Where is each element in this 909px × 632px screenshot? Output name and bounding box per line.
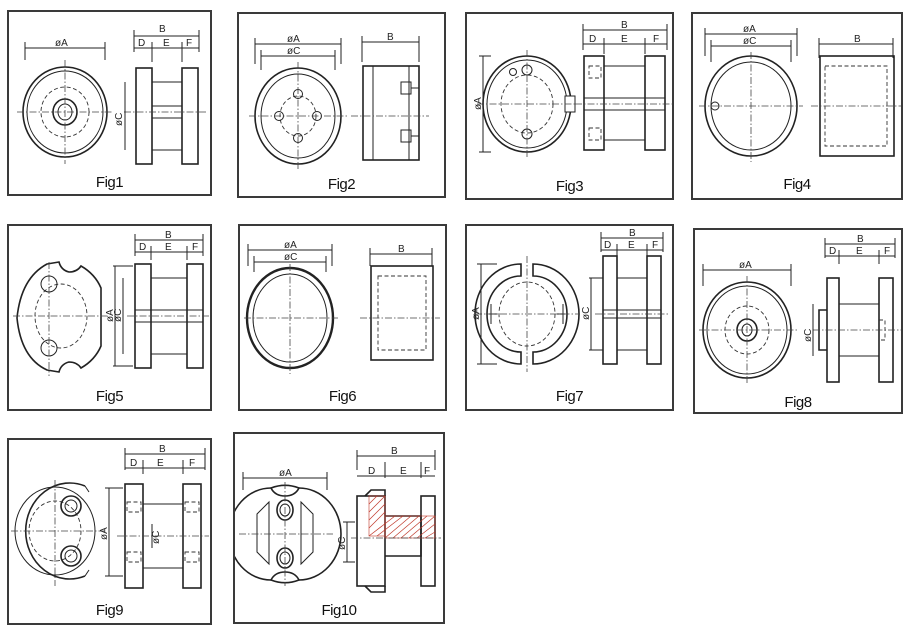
dim-label-c: øC [743,36,756,47]
dim-label-e: E [157,458,164,469]
figure-panel-fig7: B D E F øA øC Fig7 [465,224,674,411]
dim-label-a: øA [279,468,292,479]
dim-label-b: B [398,244,405,255]
dim-label-f: F [192,242,198,253]
dim-label-c: øC [287,46,300,57]
dim-label-d: D [604,240,611,251]
dim-label-d: D [138,38,145,49]
dim-label-e: E [628,240,635,251]
caption-fig10: Fig10 [321,602,357,619]
dim-label-c: øC [284,252,297,263]
dim-label-d: D [130,458,137,469]
drawing-fig9: B D E F øA øC [11,444,209,589]
caption-fig2: Fig2 [327,176,356,193]
dim-label-f: F [653,34,659,45]
dim-label-e: E [621,34,628,45]
drawing-fig3: B D E F øA [473,20,673,158]
figure-panel-fig3: B D E F øA Fig3 [465,12,674,200]
caption-fig6: Fig6 [328,388,357,405]
dim-label-c: øC [803,329,814,342]
drawing-fig5: B D E F øA øC [13,230,211,376]
dim-label-b: B [391,446,398,457]
caption-fig3: Fig3 [555,178,584,195]
dim-label-a: øA [105,309,116,322]
drawing-fig8: B D E F øA øC [699,234,901,384]
dim-label-c: øC [581,307,592,320]
figure-panel-fig8: B D E F øA øC Fig8 [693,228,903,414]
dim-label-c: øC [114,113,125,126]
figure-panel-fig1: øA B D E F øC Fig1 [7,10,212,196]
dim-label-b: B [857,234,864,245]
dim-label-a: øA [55,38,68,49]
dim-label-a: øA [739,260,752,271]
dim-label-b: B [854,34,861,45]
dim-label-a: øA [473,97,484,110]
drawing-fig10: B D E F øA øC [235,446,441,593]
dim-label-c: øC [151,531,162,544]
dim-label-f: F [652,240,658,251]
figure-panel-fig9: B D E F øA øC Fig9 [7,438,212,625]
caption-fig4: Fig4 [783,176,811,193]
dim-label-a: øA [287,34,300,45]
caption-fig5: Fig5 [95,388,124,405]
dim-label-a: øA [284,240,297,251]
dim-label-e: E [163,38,170,49]
drawing-fig1: øA B D E F øC [17,24,207,165]
dim-label-b: B [159,444,166,455]
figure-panel-fig5: B D E F øA øC Fig5 [7,224,212,411]
dim-label-d: D [589,34,596,45]
hatched-section [368,495,436,539]
dim-label-f: F [186,38,192,49]
dim-label-c: øC [113,309,124,322]
dim-label-a: øA [471,307,482,320]
caption-fig8: Fig8 [784,394,812,411]
figure-panel-fig6: øA øC B Fig6 [238,224,447,411]
dim-label-b: B [387,32,394,43]
dim-label-a: øA [743,24,756,35]
dim-label-b: B [629,228,636,239]
dim-label-d: D [139,242,146,253]
dim-label-b: B [621,20,628,31]
dim-label-d: D [829,246,836,257]
figure-panel-fig10: B D E F øA øC Fig10 [233,432,445,624]
drawing-fig2: øA øC B [249,32,429,170]
drawing-fig4: øA øC B [699,24,901,162]
dim-label-d: D [368,466,375,477]
dim-label-c: øC [337,537,348,550]
dim-label-e: E [165,242,172,253]
dim-label-f: F [424,466,430,477]
dim-label-e: E [400,466,407,477]
caption-fig7: Fig7 [555,388,584,405]
drawing-fig7: B D E F øA øC [471,228,669,372]
dim-label-e: E [856,246,863,257]
dim-label-f: F [189,458,195,469]
dim-label-b: B [159,24,166,35]
figure-panel-fig4: øA øC B Fig4 [691,12,903,200]
dim-label-f: F [884,246,890,257]
drawing-fig6: øA øC B [244,240,440,374]
dim-label-a: øA [99,527,110,540]
dim-label-b: B [165,230,172,241]
caption-fig1: Fig1 [95,174,124,191]
figure-panel-fig2: øA øC B Fig2 [237,12,446,198]
caption-fig9: Fig9 [95,602,124,619]
